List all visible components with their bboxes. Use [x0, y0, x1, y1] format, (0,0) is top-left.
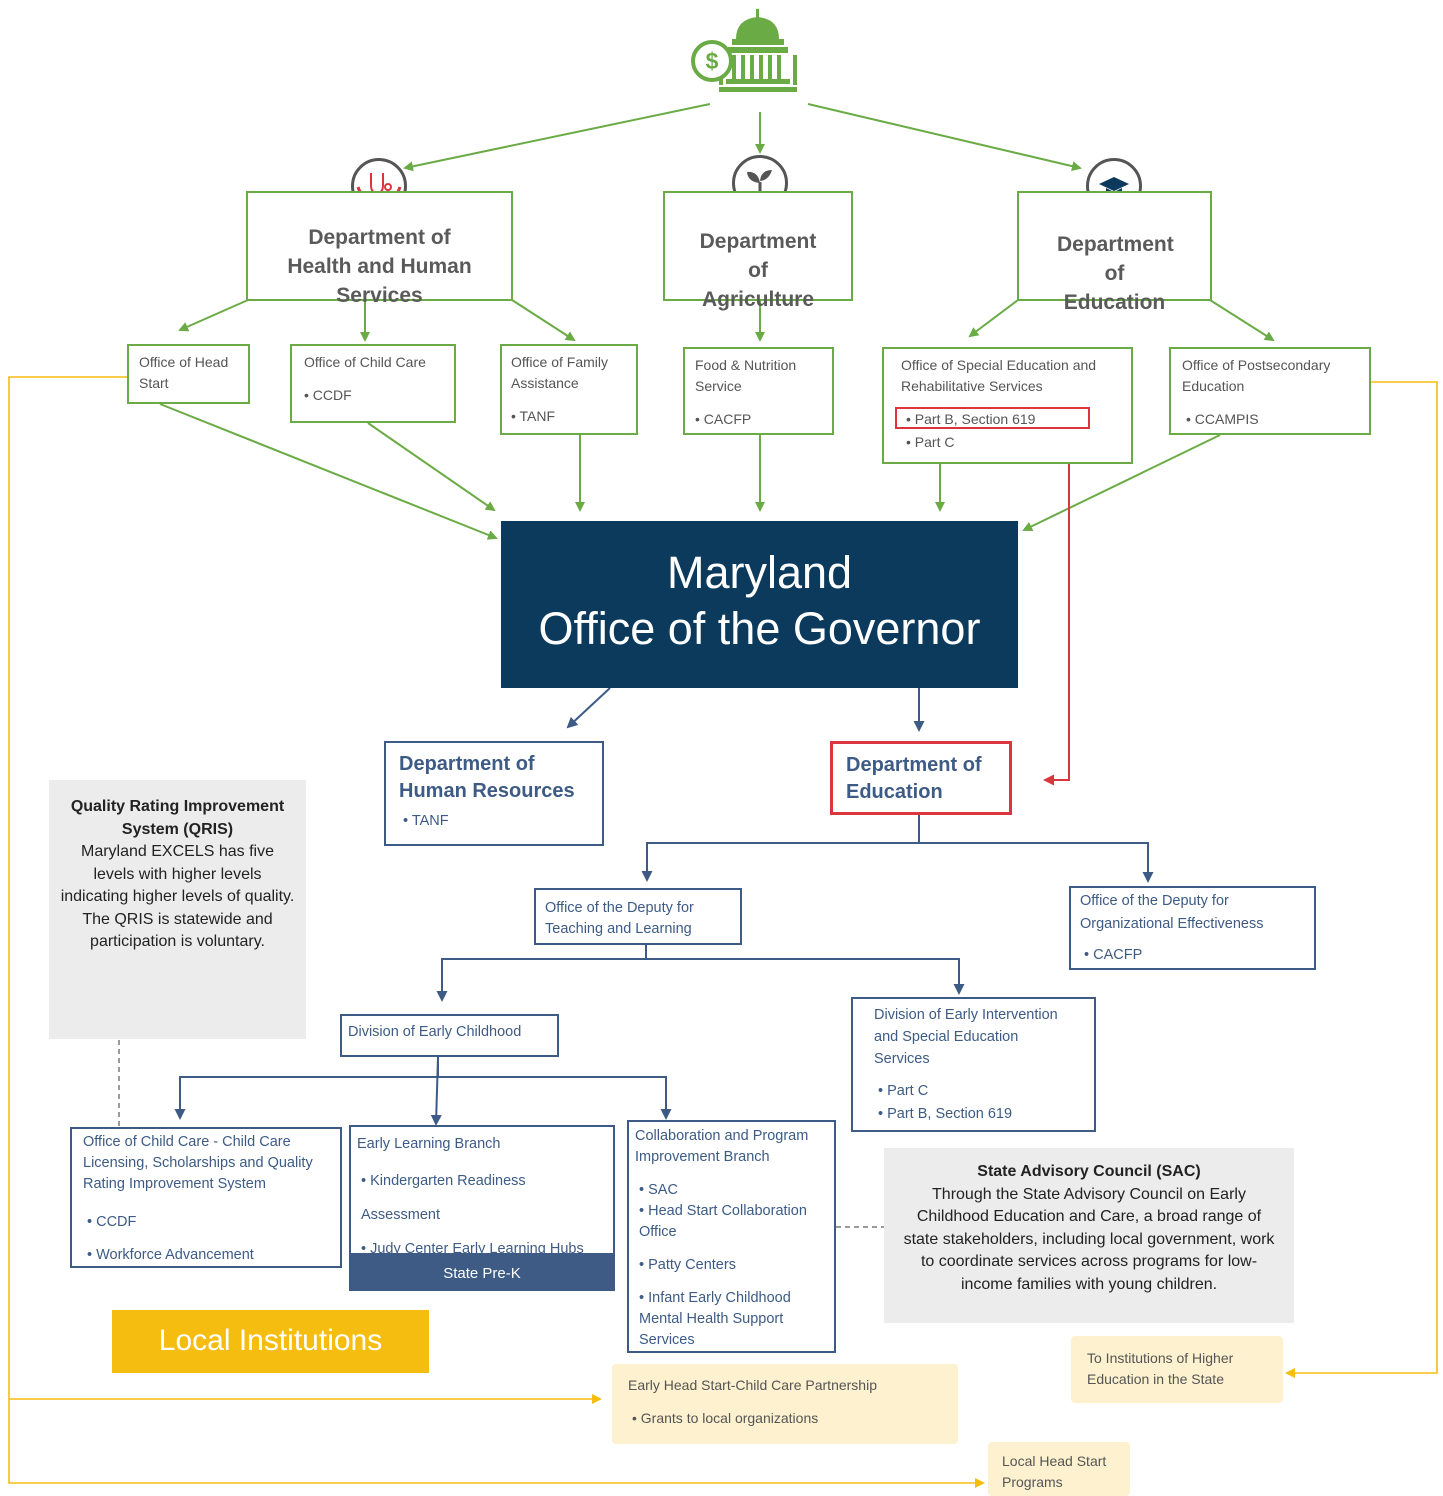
- branch-name: Early Learning Branch: [357, 1136, 501, 1152]
- office-child-care-licensing: Office of Child Care - Child Care Licens…: [70, 1127, 342, 1268]
- dept-health-human-services: Department of Health and Human Services: [246, 191, 513, 307]
- office-special-education: Office of Special Education and Rehabili…: [882, 347, 1133, 464]
- list-item: Part C: [874, 1080, 1073, 1103]
- list-item: Infant Early Childhood Mental Health Sup…: [635, 1288, 828, 1351]
- office-name: Office of Postsecondary Education: [1182, 357, 1331, 394]
- list-item: Judy Center Early Learning Hubs: [357, 1232, 607, 1266]
- list-item: CACFP: [1080, 945, 1305, 966]
- office-name: Food & Nutrition Service: [695, 357, 797, 394]
- list-item: Kindergarten Readiness Assessment: [357, 1164, 607, 1232]
- list-item: TANF: [399, 811, 589, 832]
- list-item: Patty Centers: [635, 1255, 828, 1276]
- local-head-start-programs: Local Head Start Programs: [988, 1442, 1130, 1496]
- office-food-nutrition: Food & Nutrition Service CACFP: [683, 347, 834, 435]
- list-item: CCDF: [83, 1206, 329, 1239]
- list-item: TANF: [511, 406, 627, 427]
- division-name: Division of Early Intervention and Speci…: [874, 1007, 1058, 1067]
- early-head-start-partnership: Early Head Start-Child Care Partnership …: [612, 1364, 958, 1444]
- sac-info-box: State Advisory Council (SAC) Through the…: [884, 1148, 1294, 1323]
- governor-office: Maryland Office of the Governor: [501, 521, 1018, 688]
- list-item: Grants to local organizations: [628, 1408, 942, 1429]
- arrow-capitol-ed: [807, 103, 1082, 172]
- sac-body: Through the State Advisory Council on Ea…: [903, 1185, 1275, 1293]
- dept-title: Department of Health and Human Services: [287, 226, 472, 307]
- qris-body: Maryland EXCELS has five levels with hig…: [60, 843, 295, 950]
- office-child-care: Office of Child Care CCDF: [290, 344, 456, 423]
- dept-title: Department of Agriculture: [699, 230, 817, 311]
- dept-human-resources: Department of Human Resources TANF: [384, 741, 604, 846]
- office-postsecondary: Office of Postsecondary Education CCAMPI…: [1169, 347, 1371, 435]
- capitol-building-icon: $: [690, 5, 810, 105]
- dept-title: Department of Education: [1057, 233, 1174, 314]
- list-item: Head Start Collaboration Office: [635, 1201, 828, 1243]
- dollar-icon: $: [705, 48, 719, 74]
- list-item: Part B, Section 619: [874, 1103, 1073, 1126]
- governor-line-2: Office of the Governor: [538, 603, 981, 654]
- division-name: Division of Early Childhood: [348, 1024, 522, 1040]
- dept-title: Department of Human Resources: [399, 753, 575, 802]
- office-name: Office of the Deputy for Organizational …: [1080, 893, 1264, 932]
- arrow-capitol-hhs: [403, 103, 711, 172]
- division-early-intervention: Division of Early Intervention and Speci…: [851, 997, 1096, 1132]
- list-item: SAC: [635, 1180, 828, 1201]
- office-name: Office of Family Assistance: [511, 354, 608, 391]
- qris-info-box: Quality Rating Improvement System (QRIS)…: [49, 780, 306, 1039]
- division-early-childhood: Division of Early Childhood: [340, 1014, 559, 1057]
- governor-line-1: Maryland: [666, 547, 853, 598]
- list-item: Workforce Advancement: [83, 1239, 329, 1272]
- list-item: CCDF: [304, 385, 442, 406]
- list-item: Part C: [901, 432, 1114, 453]
- state-pre-k-band: State Pre-K: [349, 1255, 615, 1291]
- dept-title: Department of Education: [846, 754, 982, 803]
- dept-education-state: Department of Education: [830, 741, 1012, 815]
- office-name: Office of Child Care - Child Care Licens…: [83, 1134, 313, 1192]
- qris-title: Quality Rating Improvement System (QRIS): [70, 798, 285, 838]
- early-learning-branch: Early Learning Branch Kindergarten Readi…: [349, 1125, 615, 1257]
- institutions-higher-education: To Institutions of Higher Education in t…: [1071, 1336, 1283, 1403]
- branch-name: Collaboration and Program Improvement Br…: [635, 1128, 809, 1165]
- sac-title: State Advisory Council (SAC): [977, 1163, 1201, 1180]
- program-name: To Institutions of Higher Education in t…: [1087, 1350, 1234, 1387]
- local-institutions-label: Local Institutions: [112, 1310, 429, 1373]
- office-name: Office of Child Care: [304, 354, 426, 370]
- program-name: Early Head Start-Child Care Partnership: [628, 1377, 877, 1393]
- list-item-part-b: Part B, Section 619: [901, 409, 1114, 430]
- office-name: Office of Special Education and Rehabili…: [901, 357, 1097, 394]
- part-b-highlight: [895, 407, 1090, 429]
- office-name: Office of the Deputy for Teaching and Le…: [545, 900, 694, 937]
- collaboration-branch: Collaboration and Program Improvement Br…: [627, 1120, 836, 1353]
- office-family-assistance: Office of Family Assistance TANF: [500, 344, 638, 435]
- program-name: Local Head Start Programs: [1002, 1453, 1107, 1490]
- office-deputy-organizational: Office of the Deputy for Organizational …: [1069, 886, 1316, 970]
- dept-education-federal: Department of Education: [1017, 191, 1212, 314]
- dept-agriculture: Department of Agriculture: [663, 191, 853, 311]
- list-item: CACFP: [695, 409, 822, 430]
- office-head-start: Office of Head Start: [127, 344, 250, 404]
- list-item: CCAMPIS: [1182, 409, 1358, 430]
- office-deputy-teaching-learning: Office of the Deputy for Teaching and Le…: [534, 888, 742, 945]
- office-name: Office of Head Start: [139, 354, 229, 391]
